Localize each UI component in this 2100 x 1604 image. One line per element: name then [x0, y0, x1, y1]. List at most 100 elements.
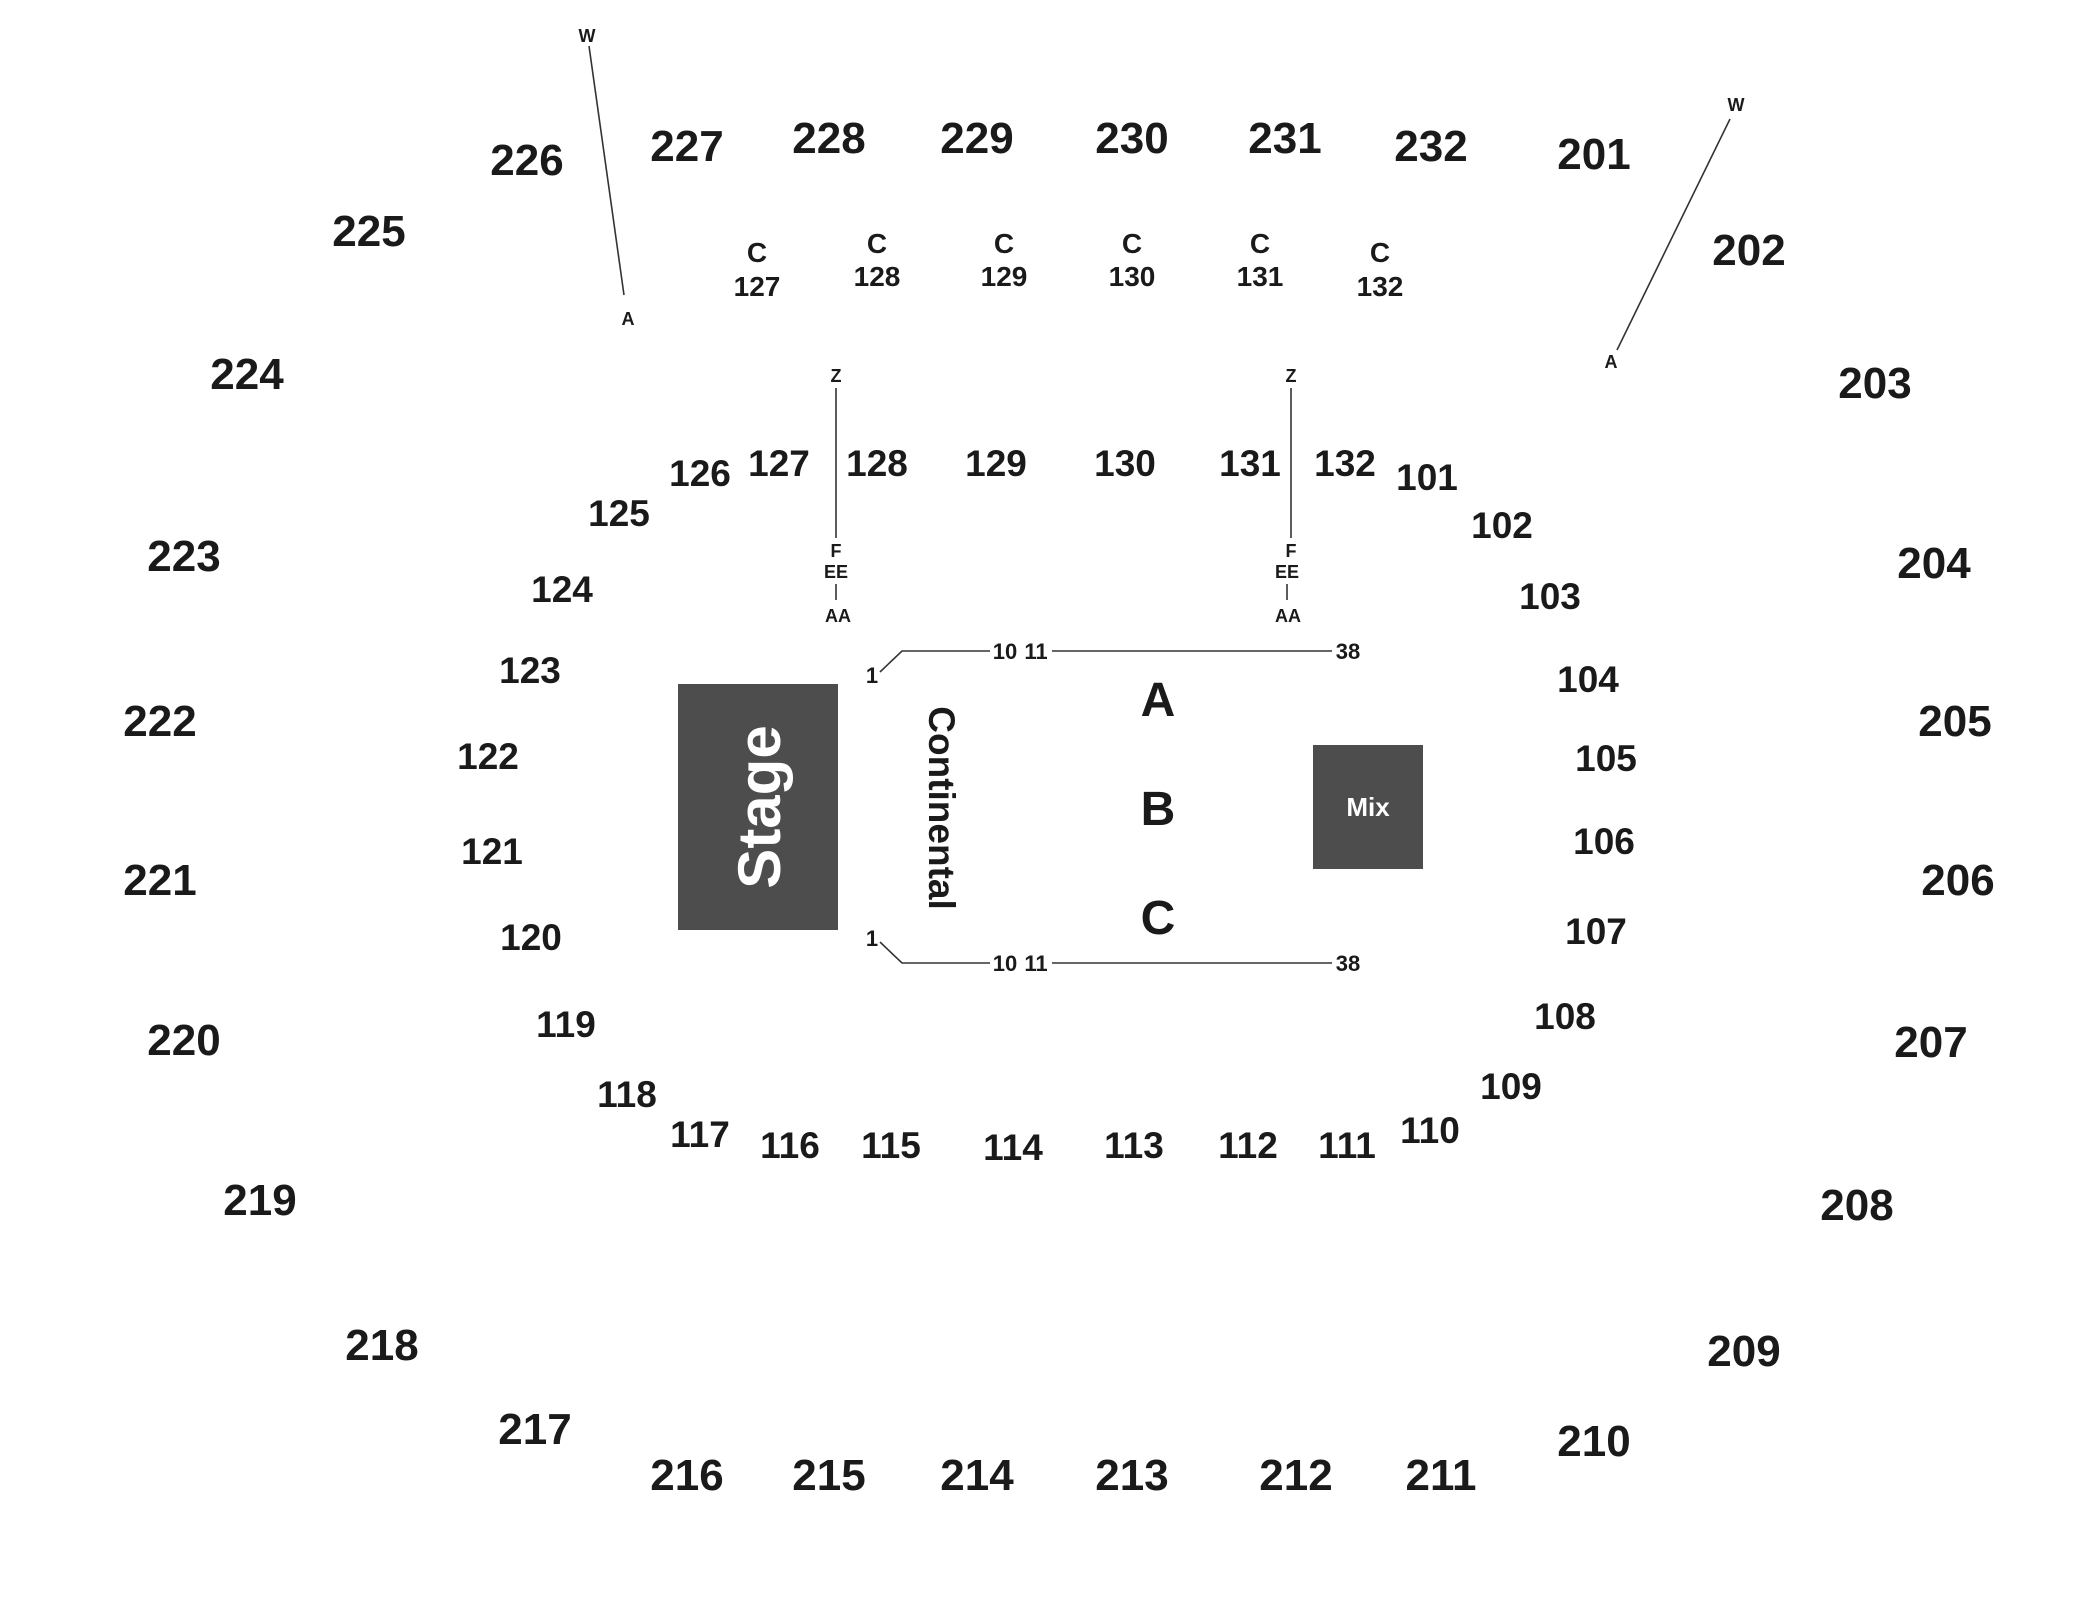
seat-label-11-bottom: 11	[1024, 951, 1047, 976]
club-section-number: 128	[854, 261, 901, 292]
section-223[interactable]: 223	[147, 532, 220, 581]
section-201[interactable]: 201	[1557, 130, 1630, 179]
section-230[interactable]: 230	[1095, 114, 1168, 163]
row-marker-a-right: A	[1605, 352, 1618, 372]
section-213[interactable]: 213	[1095, 1451, 1168, 1500]
section-107[interactable]: 107	[1565, 911, 1627, 952]
club-section-number: 132	[1357, 271, 1404, 302]
section-208[interactable]: 208	[1820, 1181, 1893, 1230]
section-221[interactable]: 221	[123, 856, 196, 905]
section-122[interactable]: 122	[457, 736, 519, 777]
section-118[interactable]: 118	[597, 1074, 657, 1115]
club-section-128[interactable]: C 128	[854, 228, 901, 292]
section-114[interactable]: 114	[983, 1127, 1043, 1168]
section-210[interactable]: 210	[1557, 1417, 1630, 1466]
club-section-127[interactable]: C 127	[734, 237, 781, 302]
section-104[interactable]: 104	[1557, 659, 1619, 700]
club-section-130[interactable]: C 130	[1109, 228, 1156, 292]
section-121[interactable]: 121	[461, 831, 523, 872]
section-125[interactable]: 125	[588, 493, 650, 534]
row-line-upper-left	[588, 45, 625, 296]
section-112[interactable]: 112	[1218, 1125, 1278, 1166]
section-101[interactable]: 101	[1396, 457, 1458, 498]
lower-row-markers: Z F EE AA Z F EE AA	[824, 366, 1301, 626]
section-227[interactable]: 227	[650, 122, 723, 171]
mix-position	[1313, 745, 1423, 869]
club-section-number: 130	[1109, 261, 1156, 292]
club-row-label: C	[867, 228, 887, 259]
section-216[interactable]: 216	[650, 1451, 723, 1500]
floor-section-b[interactable]: B	[1141, 783, 1176, 836]
club-row-label: C	[1250, 228, 1270, 259]
section-226[interactable]: 226	[490, 136, 563, 185]
section-228[interactable]: 228	[792, 114, 865, 163]
club-section-number: 127	[734, 271, 781, 302]
club-row-label: C	[1122, 228, 1142, 259]
section-219[interactable]: 219	[223, 1176, 296, 1225]
section-222[interactable]: 222	[123, 697, 196, 746]
seat-label-10-bottom: 10	[993, 951, 1017, 976]
section-129[interactable]: 129	[965, 443, 1027, 484]
mix-label: Mix	[1346, 792, 1390, 822]
upper-row-markers: W A W A	[579, 26, 1745, 372]
section-202[interactable]: 202	[1712, 226, 1785, 275]
lower-level: 126 127 128 129 130 131 132 101 125 102 …	[457, 443, 1637, 1168]
section-103[interactable]: 103	[1519, 576, 1581, 617]
section-120[interactable]: 120	[500, 917, 562, 958]
section-218[interactable]: 218	[345, 1321, 418, 1370]
section-126[interactable]: 126	[669, 453, 731, 494]
stage-label: Stage	[726, 725, 793, 888]
section-116[interactable]: 116	[760, 1125, 820, 1166]
continental-label[interactable]: Continental	[921, 706, 962, 909]
section-109[interactable]: 109	[1480, 1066, 1542, 1107]
section-124[interactable]: 124	[531, 569, 593, 610]
section-209[interactable]: 209	[1707, 1327, 1780, 1376]
section-229[interactable]: 229	[940, 114, 1013, 163]
row-marker-w-right: W	[1728, 95, 1745, 115]
section-127[interactable]: 127	[748, 443, 810, 484]
section-215[interactable]: 215	[792, 1451, 865, 1500]
section-231[interactable]: 231	[1248, 114, 1321, 163]
row-marker-f-left: F	[831, 541, 842, 561]
section-131[interactable]: 131	[1219, 443, 1281, 484]
section-123[interactable]: 123	[499, 650, 561, 691]
section-115[interactable]: 115	[861, 1125, 921, 1166]
club-section-131[interactable]: C 131	[1237, 228, 1284, 292]
section-211[interactable]: 211	[1406, 1451, 1477, 1500]
section-212[interactable]: 212	[1259, 1451, 1332, 1500]
club-section-132[interactable]: C 132	[1357, 237, 1404, 302]
section-105[interactable]: 105	[1575, 738, 1637, 779]
seat-label-1-bottom: 1	[866, 926, 878, 951]
section-214[interactable]: 214	[940, 1451, 1014, 1500]
section-113[interactable]: 113	[1104, 1125, 1164, 1166]
section-217[interactable]: 217	[498, 1405, 571, 1454]
section-203[interactable]: 203	[1838, 359, 1911, 408]
section-102[interactable]: 102	[1471, 505, 1533, 546]
section-224[interactable]: 224	[210, 350, 284, 399]
section-232[interactable]: 232	[1394, 122, 1467, 171]
section-130[interactable]: 130	[1094, 443, 1156, 484]
stage	[678, 684, 838, 930]
row-marker-ee-left: EE	[824, 562, 848, 582]
club-row-label: C	[1370, 237, 1390, 268]
section-108[interactable]: 108	[1534, 996, 1596, 1037]
section-204[interactable]: 204	[1897, 539, 1971, 588]
section-128[interactable]: 128	[846, 443, 908, 484]
section-220[interactable]: 220	[147, 1016, 220, 1065]
section-119[interactable]: 119	[536, 1004, 596, 1045]
club-section-129[interactable]: C 129	[981, 228, 1028, 292]
floor-section-c[interactable]: C	[1141, 892, 1176, 945]
section-206[interactable]: 206	[1921, 856, 1994, 905]
section-225[interactable]: 225	[332, 207, 405, 256]
section-117[interactable]: 117	[670, 1114, 730, 1155]
section-205[interactable]: 205	[1918, 697, 1991, 746]
row-marker-w-left: W	[579, 26, 596, 46]
section-111[interactable]: 111	[1318, 1125, 1376, 1166]
section-207[interactable]: 207	[1894, 1018, 1967, 1067]
row-marker-ee-right: EE	[1275, 562, 1299, 582]
section-132[interactable]: 132	[1314, 443, 1376, 484]
floor-section-a[interactable]: A	[1141, 674, 1176, 727]
club-section-number: 129	[981, 261, 1028, 292]
section-106[interactable]: 106	[1573, 821, 1635, 862]
section-110[interactable]: 110	[1400, 1110, 1460, 1151]
